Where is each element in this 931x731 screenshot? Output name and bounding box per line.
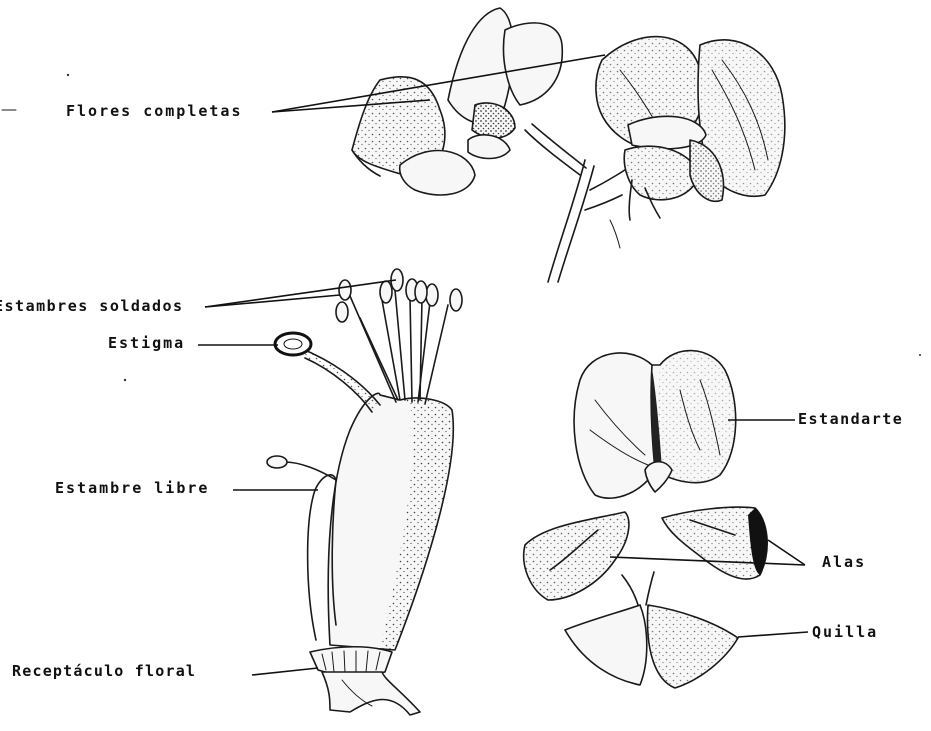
flower-section-illustration [267, 269, 462, 715]
label-estambres-soldados: Estambres soldados [0, 299, 184, 314]
label-alas: Alas [822, 555, 866, 570]
label-quilla: Quilla [812, 625, 878, 640]
label-estandarte: Estandarte [798, 412, 903, 427]
label-receptaculo-floral: Receptáculo floral [12, 664, 196, 679]
label-estigma: Estigma [108, 336, 185, 351]
petals-illustration [524, 351, 767, 688]
complete-flowers-illustration [352, 8, 785, 282]
label-flores-completas: Flores completas [66, 104, 243, 119]
label-estambre-libre: Estambre libre [55, 481, 209, 496]
